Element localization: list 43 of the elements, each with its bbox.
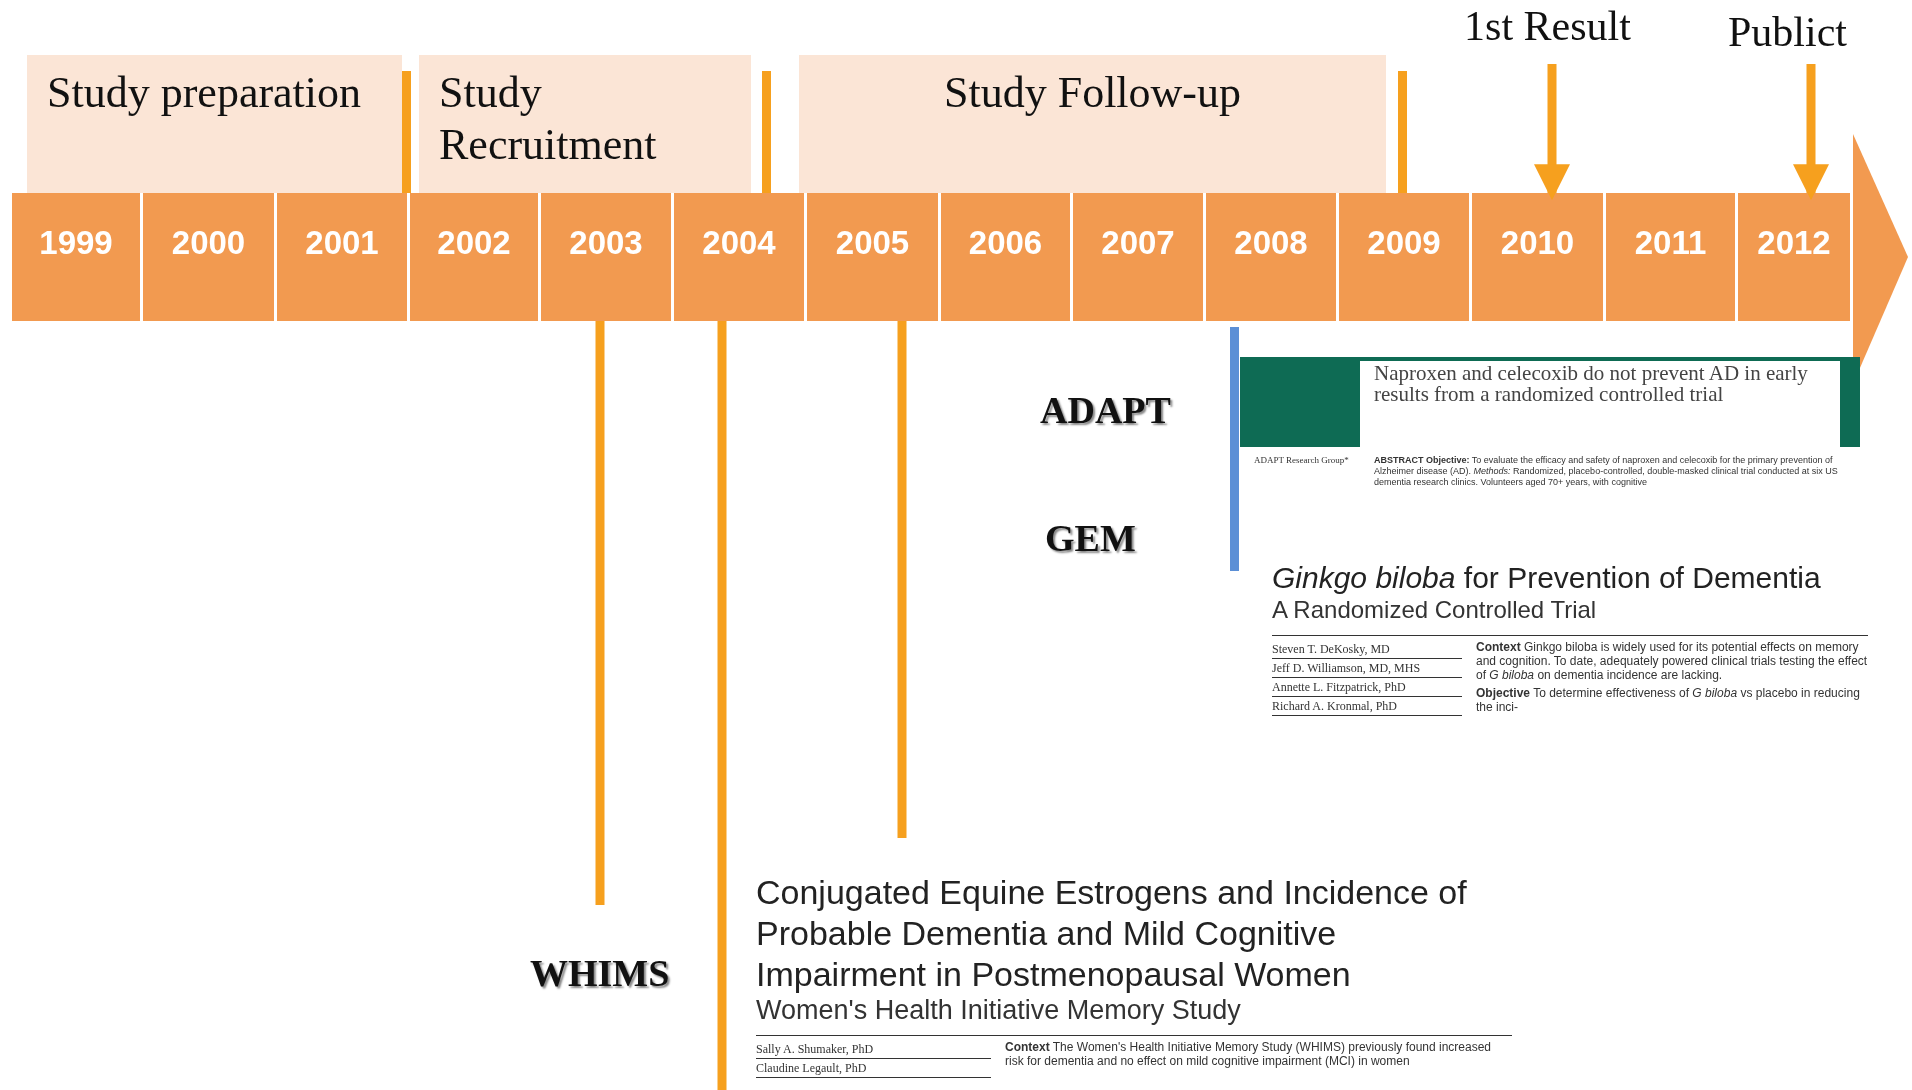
author-name: Sally A. Shumaker, PhD [756, 1040, 991, 1059]
year-cell: 2011 [1606, 193, 1738, 321]
milestone-label: 1st Result [1440, 2, 1655, 64]
article-title: Naproxen and celecoxib do not prevent AD in early results from a randomized controlled trial [1374, 363, 1809, 405]
year-cell: 2012 [1738, 193, 1853, 321]
article-title: Conjugated Equine Estrogens and Incidence of Probable Dementia and Mild Cognitive Impairment in Postmenopausal Women [756, 872, 1468, 995]
phase-band: Study preparation [27, 55, 402, 193]
author-name: Steven T. DeKosky, MD [1272, 640, 1462, 659]
milestone-label: Publict [1705, 8, 1870, 64]
article-body-text: Objective To determine effectiveness of G biloba vs placebo in reducing the inci- [1476, 686, 1861, 714]
author-name: ADAPT Research Group* [1254, 455, 1350, 466]
arrow [1534, 64, 1570, 201]
study-label: WHIMS [530, 905, 700, 995]
article-subtitle: Women's Health Initiative Memory Study [756, 995, 1242, 1025]
study-label: ADAPT [1040, 388, 1190, 440]
abstract-text: ABSTRACT Objective: To evaluate the efficacy and safety of naproxen and celecoxib for the primary prevention of Alzheimer disease (AD). Methods: Randomized, placebo-controlled, double-masked clinical trial conducted at six US dementia research clinics. Volunteers aged 70+ years, with cognitive [1374, 455, 1839, 488]
year-cell: 2004 [674, 193, 807, 321]
year-cell: 2003 [541, 193, 674, 321]
year-cell: 2001 [277, 193, 410, 321]
year-cell: 2010 [1472, 193, 1606, 321]
article-subtitle: A Randomized Controlled Trial [1272, 595, 1598, 625]
connector-line [717, 321, 727, 1090]
year-cell: 1999 [12, 193, 143, 321]
connector-line [897, 321, 907, 838]
author-name: Jeff D. Williamson, MD, MHS [1272, 659, 1462, 678]
year-cell: 2005 [807, 193, 941, 321]
article-body-text: Context Ginkgo biloba is widely used for its potential effects on memory and cognition. To date, adequately powered clinical trials testing the effect of G biloba on dementia incidence are lacking. [1476, 640, 1868, 682]
year-cell: 2007 [1073, 193, 1206, 321]
year-cell: 2008 [1206, 193, 1339, 321]
study-label: GEM [1045, 516, 1165, 568]
phase-band: Study Follow-up [799, 55, 1386, 193]
arrow [1793, 64, 1829, 201]
author-name: Claudine Legault, PhD [756, 1059, 991, 1078]
author-name: Annette L. Fitzpatrick, PhD [1272, 678, 1462, 697]
article-body-text: Context The Women's Health Initiative Memory Study (WHIMS) previously found increased risk for dementia and no effect on mild cognitive impairment (MCI) in women [1005, 1040, 1493, 1068]
year-cell: 2006 [941, 193, 1073, 321]
year-cell: 2009 [1339, 193, 1472, 321]
author-name: Richard A. Kronmal, PhD [1272, 697, 1462, 716]
article-title: Ginkgo biloba for Prevention of Dementia [1272, 561, 1822, 595]
year-cell: 2002 [410, 193, 541, 321]
connector-line [595, 321, 605, 905]
phase-band: Study Recruitment [419, 55, 751, 193]
year-cell: 2000 [143, 193, 277, 321]
